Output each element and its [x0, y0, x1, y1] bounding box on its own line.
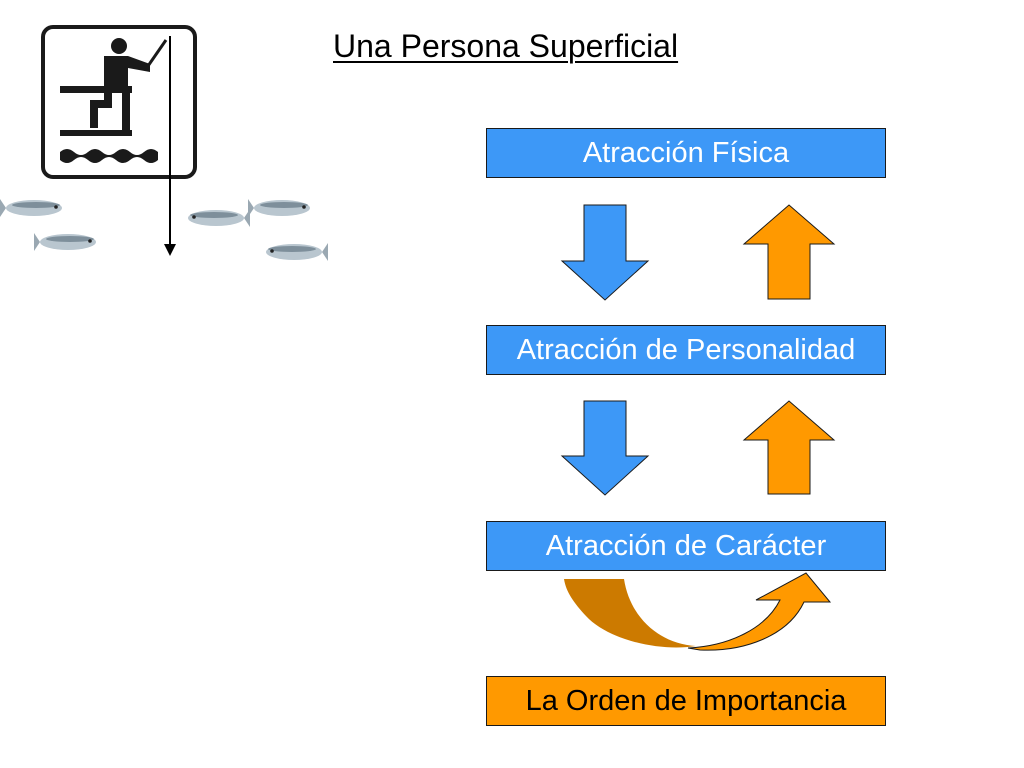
down-arrow-icon [560, 204, 650, 301]
fish-icon [34, 233, 96, 251]
step-box-personality: Atracción de Personalidad [486, 325, 886, 375]
fish-icon [188, 209, 250, 227]
fish-icon [248, 199, 310, 217]
down-arrow-icon [560, 400, 650, 496]
fishing-illustration [0, 25, 328, 261]
fish-icon [266, 243, 328, 261]
fishing-sign-icon [41, 25, 197, 179]
fish-icon [0, 199, 62, 217]
step-box-character: Atracción de Carácter [486, 521, 886, 571]
importance-order-box: La Orden de Importancia [486, 676, 886, 726]
step-box-physical: Atracción Física [486, 128, 886, 178]
curved-arrow-icon [687, 572, 832, 651]
fishing-line [164, 36, 176, 256]
up-arrow-icon [742, 400, 836, 495]
up-arrow-icon [742, 204, 836, 300]
slide-title: Una Persona Superficial [333, 28, 679, 64]
curved-arrow-icon [564, 579, 696, 648]
